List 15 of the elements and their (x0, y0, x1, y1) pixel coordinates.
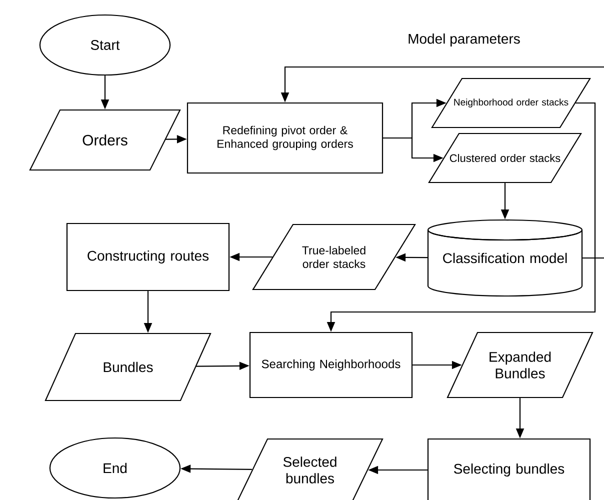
database-cylinder: Classification model (427, 219, 583, 297)
data-parallelogram: Neighborhood order stacks (431, 78, 591, 128)
data-parallelogram: Expanded Bundles (446, 332, 594, 398)
process-box: Selecting bundles (427, 438, 591, 500)
data-parallelogram: Bundles (44, 332, 212, 402)
process-box: Searching Neighborhoods (249, 332, 413, 398)
terminal-oval: End (49, 437, 181, 499)
data-parallelogram: Clustered order stacks (428, 132, 582, 184)
data-parallelogram: Orders (29, 109, 181, 171)
data-parallelogram: True-labeled order stacks (252, 224, 416, 290)
process-box: Constructing routes (66, 222, 230, 292)
data-parallelogram: Selected bundles (236, 438, 384, 500)
terminal-oval: Start (39, 14, 171, 76)
edge-label: Model parameters (408, 33, 520, 47)
process-box: Redefining pivot order & Enhanced grouping orders (186, 102, 384, 174)
